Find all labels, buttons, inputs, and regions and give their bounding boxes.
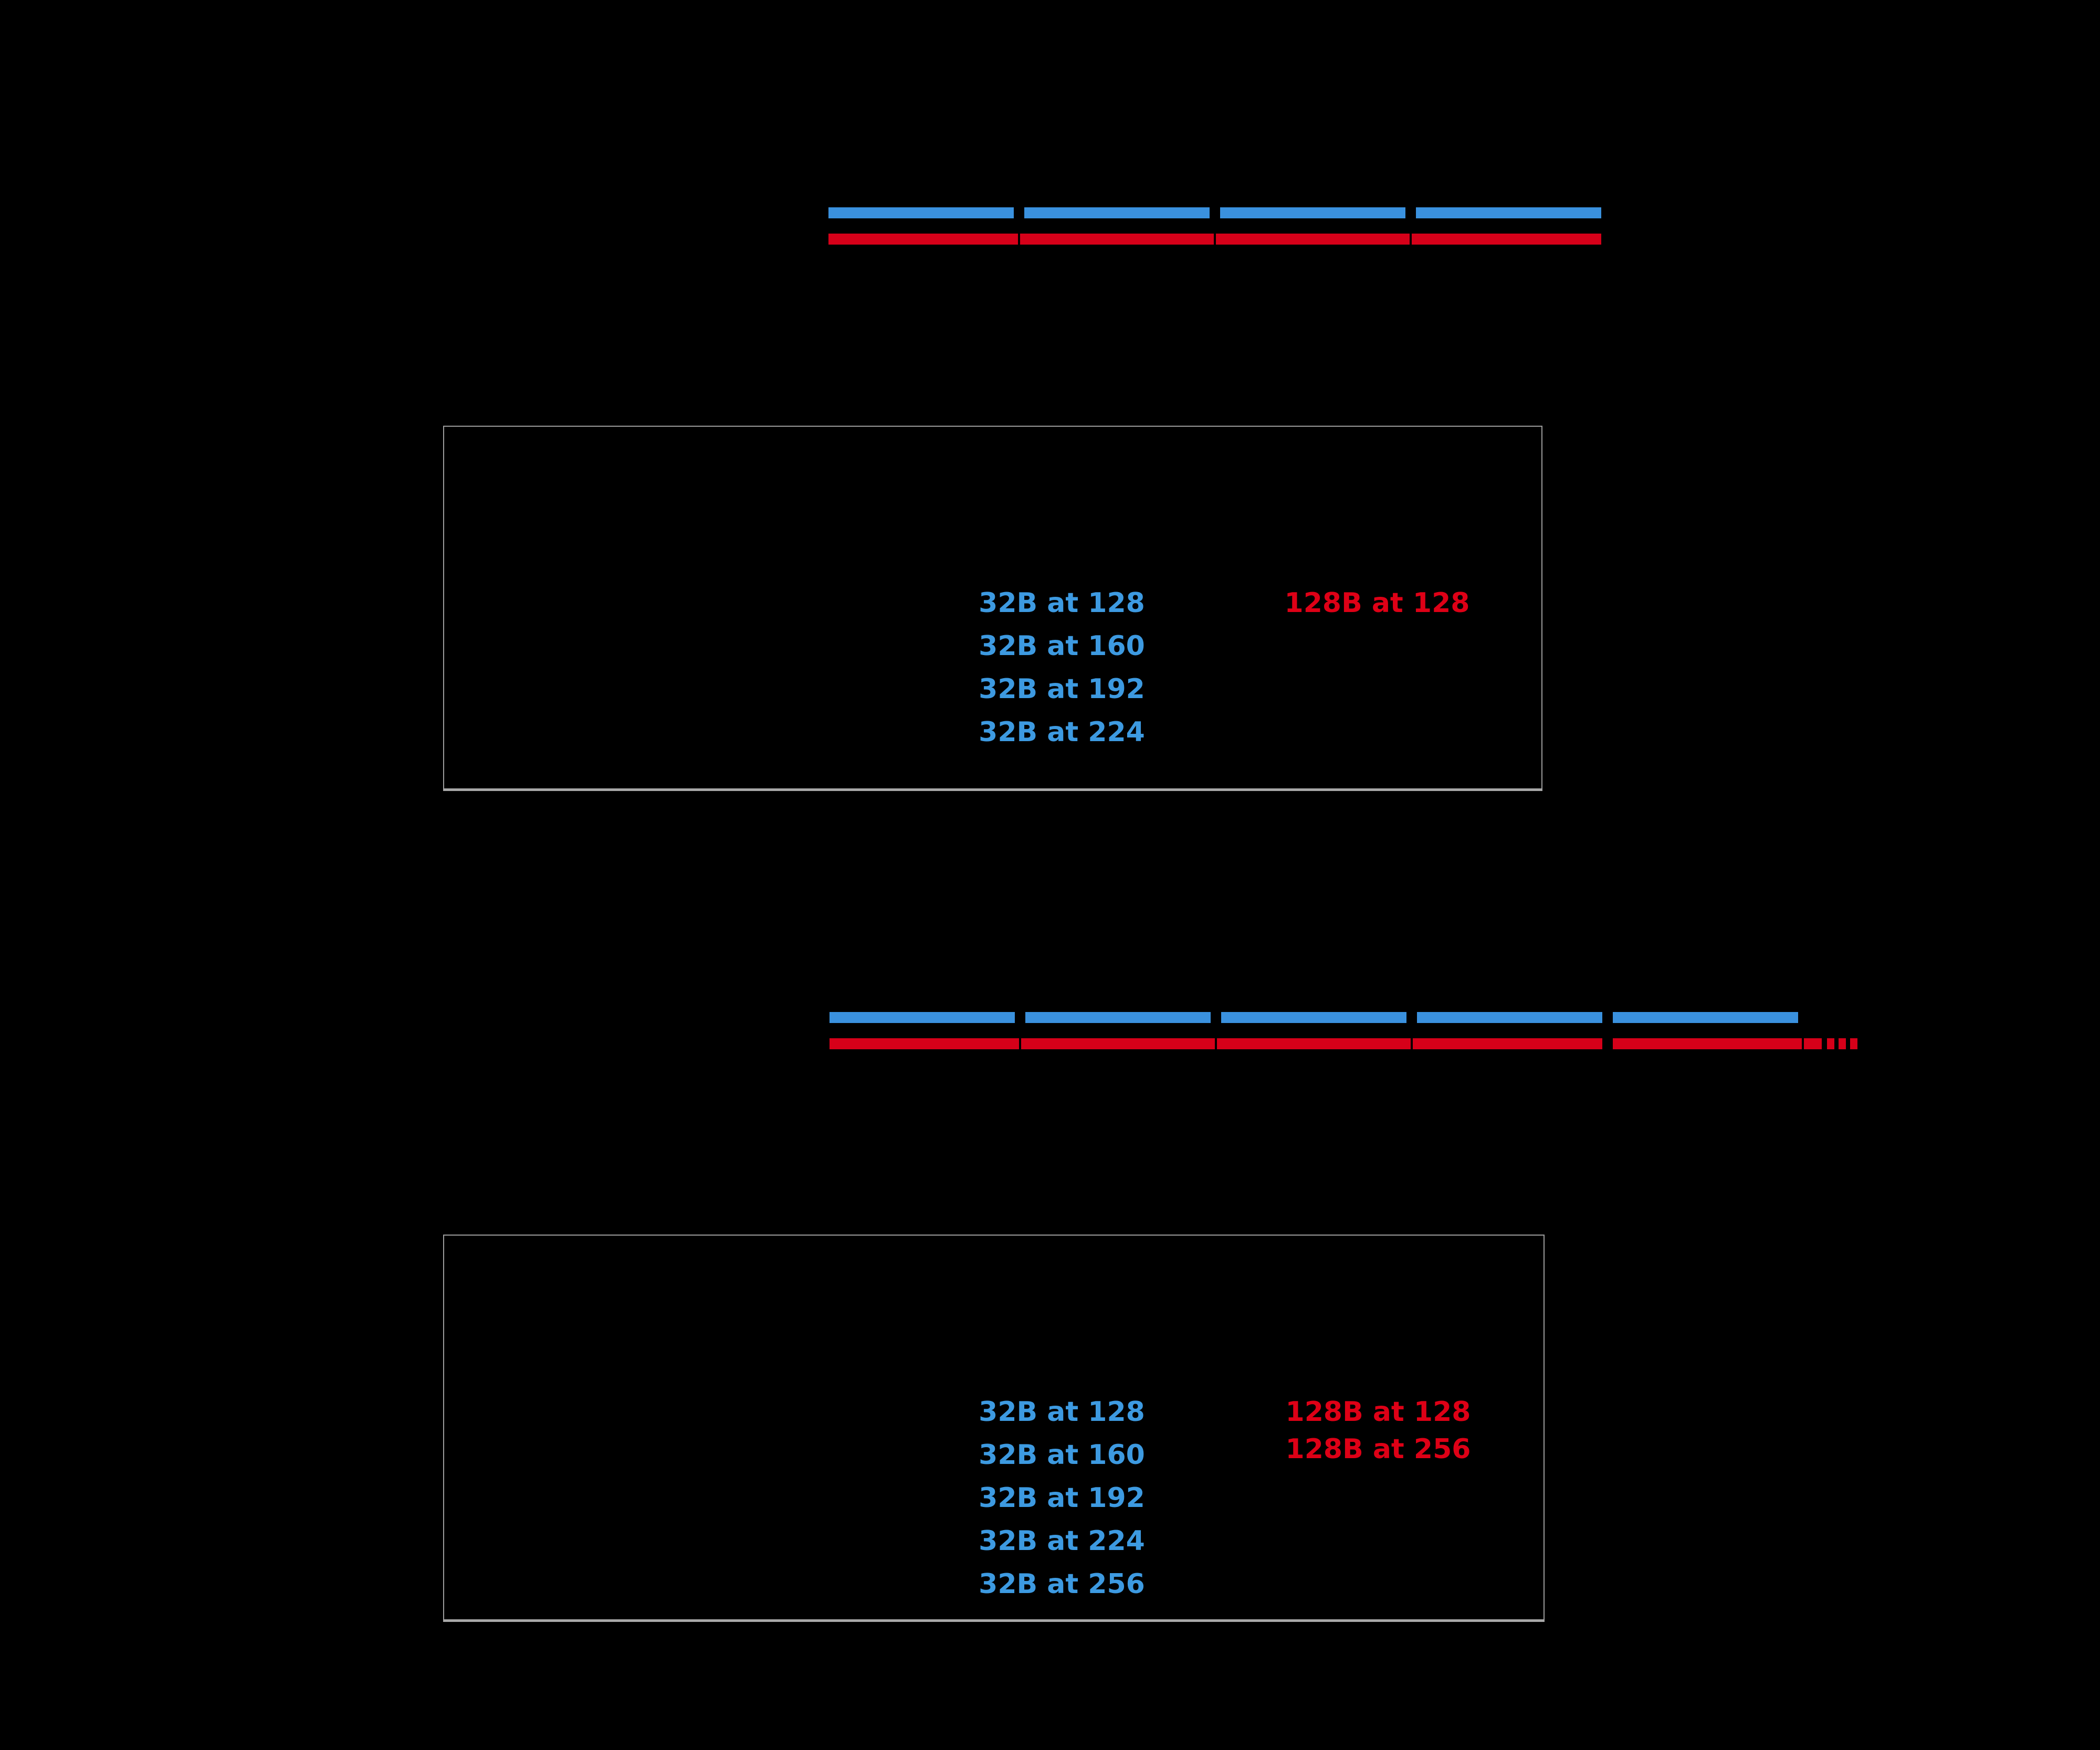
cache-line-value: 128B at 256	[1285, 1433, 1471, 1465]
sector-boundary-tick	[1215, 1038, 1217, 1049]
sector-segment	[830, 1012, 1015, 1023]
sector-value: 32B at 192	[979, 1482, 1145, 1514]
sector-value: 32B at 224	[979, 1525, 1145, 1557]
sector-segment	[1613, 1012, 1798, 1023]
subheader-cell-sectors	[847, 1301, 1198, 1365]
sector-value: 32B at 160	[979, 630, 1145, 662]
cache-line-value: 128B at 128	[1284, 587, 1470, 619]
sector-boundary-tick	[1019, 1038, 1021, 1049]
sector-boundary-tick	[1410, 234, 1412, 245]
subheader-cell-lines	[1198, 1301, 1544, 1365]
continuation-dash	[1827, 1038, 1834, 1049]
table-corner-cell	[444, 426, 847, 790]
sector-boundary-tick	[1214, 234, 1216, 245]
sector-segment	[828, 207, 1014, 218]
cache-lines-data-cell: 128B at 128 128B at 256	[1198, 1365, 1544, 1621]
sector-value: 32B at 256	[979, 1568, 1145, 1600]
sector-segment	[1220, 207, 1405, 218]
sector-value: 32B at 160	[979, 1439, 1145, 1471]
sector-value: 32B at 224	[979, 716, 1145, 748]
sector-value: 32B at 128	[979, 587, 1145, 619]
access-table-1: 32B at 128 32B at 160 32B at 192 32B at …	[443, 426, 1542, 791]
sector-boundary-tick	[1802, 1038, 1804, 1049]
continuation-dash	[1839, 1038, 1846, 1049]
sector-boundary-tick	[1018, 234, 1020, 245]
subheader-cell-lines	[1198, 491, 1542, 556]
sectors-data-cell: 32B at 128 32B at 160 32B at 192 32B at …	[847, 556, 1198, 790]
sector-segment	[1416, 207, 1601, 218]
subheader-cell-sectors	[847, 491, 1198, 556]
cache-line-bar	[828, 234, 1601, 245]
access-table-2: 32B at 128 32B at 160 32B at 192 32B at …	[443, 1235, 1545, 1622]
cache-lines-data-cell: 128B at 128	[1198, 556, 1542, 790]
cache-line-bar	[830, 1038, 1602, 1049]
cache-line-value: 128B at 128	[1285, 1396, 1471, 1428]
sector-value: 32B at 192	[979, 673, 1145, 705]
span-header-cell	[847, 426, 1542, 491]
span-header-cell	[847, 1235, 1544, 1301]
sector-segment	[1221, 1012, 1406, 1023]
sector-segment	[1024, 207, 1210, 218]
sector-value: 32B at 128	[979, 1396, 1145, 1428]
cache-line-bar	[1613, 1038, 1822, 1049]
table-corner-cell	[444, 1235, 847, 1621]
sector-boundary-tick	[1411, 1038, 1413, 1049]
sectors-data-cell: 32B at 128 32B at 160 32B at 192 32B at …	[847, 1365, 1198, 1621]
sector-segment	[1025, 1012, 1211, 1023]
sector-segment	[1417, 1012, 1602, 1023]
continuation-dash	[1850, 1038, 1857, 1049]
